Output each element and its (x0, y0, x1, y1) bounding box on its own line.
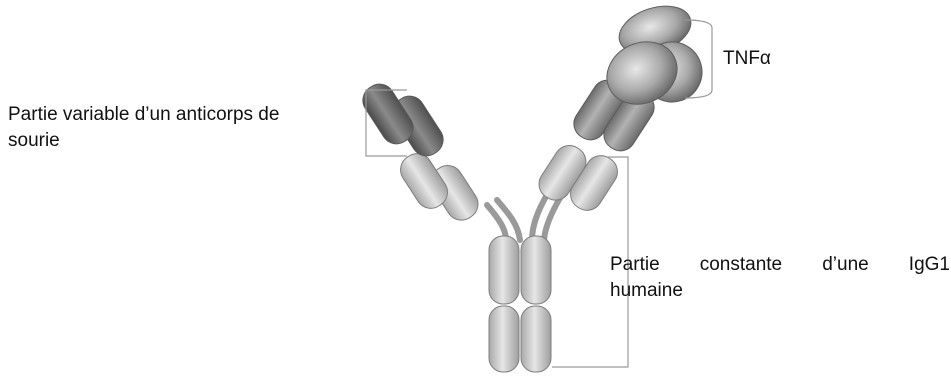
fc-domain-ch3-right (521, 306, 551, 372)
fc-region (489, 236, 551, 372)
fab-arm-left (357, 78, 484, 225)
hinge-region (487, 193, 560, 240)
constant-region-label: Partie constante d’une IgG1 humaine (610, 252, 950, 304)
variable-region-line1: Partie variable d’un anticorps de (8, 104, 279, 125)
hinge-right-b (544, 198, 560, 240)
variable-region-label: Partie variable d’un anticorps de sourie (8, 102, 368, 154)
constant-region-line1: Partie constante d’une IgG1 (610, 252, 950, 278)
constant-region-line2: humaine (610, 278, 950, 304)
variable-region-line2: sourie (8, 130, 60, 151)
fc-domain-ch3-left (489, 306, 519, 372)
fc-domain-ch2-left (489, 236, 519, 304)
antigen-label: TNFα (723, 46, 771, 72)
fc-domain-ch2-right (521, 236, 551, 304)
